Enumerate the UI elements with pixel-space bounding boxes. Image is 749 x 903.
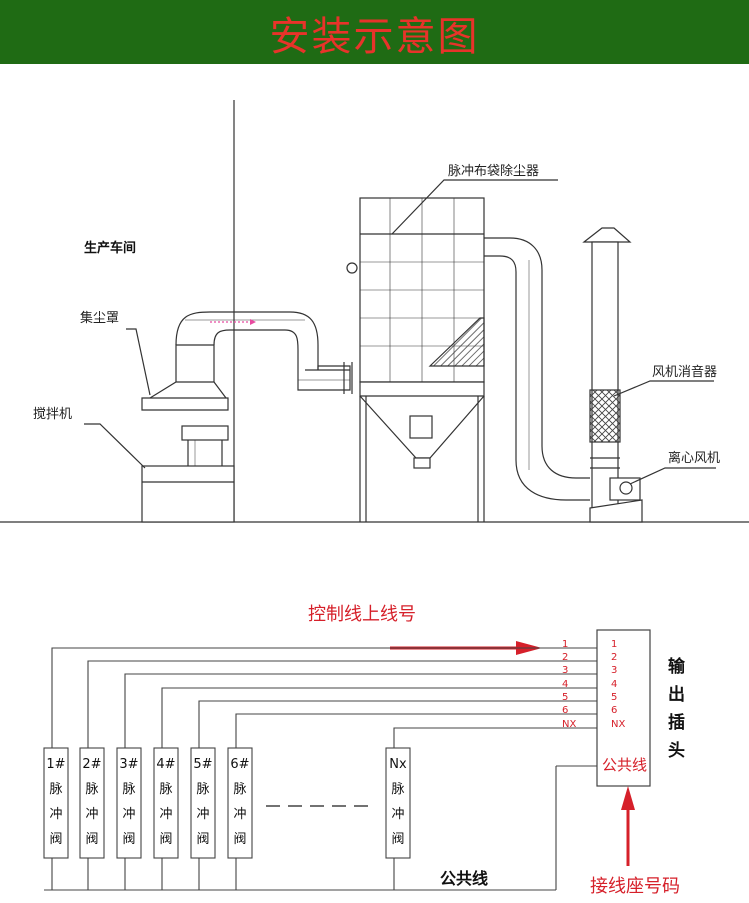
pulse-valve-id: Nx xyxy=(389,757,407,772)
pulse-valve-box xyxy=(227,747,253,859)
silencer-label: 风机消音器 xyxy=(652,364,717,380)
pulse-valve-char: 阀 xyxy=(85,832,98,847)
output-head-char-4: 头 xyxy=(668,741,685,761)
socket-number-label: 接线座号码 xyxy=(590,876,680,897)
control-wire xyxy=(51,647,597,748)
wire-number: 1 xyxy=(562,639,568,650)
pulse-valve-char: 冲 xyxy=(49,807,62,822)
wire-number: 3 xyxy=(562,665,568,676)
control-wires xyxy=(51,647,597,890)
collector-leader xyxy=(391,179,558,235)
pulse-valve: 2# 脉冲阀 xyxy=(79,747,105,859)
pulse-valve-char: 冲 xyxy=(85,807,98,822)
pulse-valve-char: 冲 xyxy=(196,807,209,822)
hood-label: 集尘罩 xyxy=(80,310,119,326)
pulse-valve: 4# 脉冲阀 xyxy=(153,747,179,859)
terminal-numbers: 1 2 3 4 5 6NX xyxy=(611,639,625,730)
pulse-valve-char: 脉 xyxy=(196,782,209,797)
pulse-valve: Nx 脉冲阀 xyxy=(385,747,411,859)
mixer-machine xyxy=(141,425,235,523)
pulse-valve-box xyxy=(153,747,179,859)
hood-leader xyxy=(126,328,151,396)
pulse-valve-box xyxy=(190,747,216,859)
mixer-leader xyxy=(84,423,146,469)
pulse-valve-char: 阀 xyxy=(159,832,172,847)
control-wire xyxy=(235,713,597,748)
pulse-valve-char: 脉 xyxy=(122,782,135,797)
control-wire-title: 控制线上线号 xyxy=(308,604,416,625)
socket-arrow-head xyxy=(621,786,635,810)
output-head-char-1: 输 xyxy=(668,656,686,677)
pulse-valve-id: 1# xyxy=(46,757,65,772)
pulse-valve: 5# 脉冲阀 xyxy=(190,747,216,859)
common-line xyxy=(44,765,597,891)
pulse-valve-char: 阀 xyxy=(49,832,62,847)
pulse-valve-box xyxy=(79,747,105,859)
wire-number: 6 xyxy=(562,705,568,716)
workshop-label: 生产车间 xyxy=(84,240,136,256)
terminal-number: 3 xyxy=(611,665,617,676)
exhaust-stack xyxy=(582,227,632,521)
output-head-char-2: 出 xyxy=(668,684,685,705)
wire-number: NX xyxy=(562,719,576,730)
pulse-valve-char: 脉 xyxy=(85,782,98,797)
output-plug-box xyxy=(596,629,651,787)
pulse-valve-char: 冲 xyxy=(233,807,246,822)
pulse-valve-box xyxy=(385,747,411,859)
wire-number: 2 xyxy=(562,652,568,663)
terminal-number: 5 xyxy=(611,692,617,703)
pulse-valve-char: 脉 xyxy=(391,782,404,797)
pulse-valve-id: 4# xyxy=(156,757,175,772)
common-line-label: 公共线 xyxy=(440,869,488,888)
wire-numbers: 1 2 3 4 5 6NX xyxy=(562,639,576,730)
collector-label: 脉冲布袋除尘器 xyxy=(448,164,539,179)
fan-label: 离心风机 xyxy=(668,450,720,466)
control-wire xyxy=(198,700,597,748)
pulse-valve-char: 脉 xyxy=(159,782,172,797)
page-title: 安装示意图 xyxy=(269,14,480,60)
pulse-valve: 6# 脉冲阀 xyxy=(227,747,253,859)
outlet-duct xyxy=(484,237,590,501)
silencer-leader xyxy=(613,380,714,397)
pulse-valve-char: 阀 xyxy=(122,832,135,847)
pulse-valve-char: 阀 xyxy=(196,832,209,847)
output-head-char-3: 插 xyxy=(668,712,685,733)
pulse-valve-id: 6# xyxy=(230,757,249,772)
pulse-valve-char: 阀 xyxy=(391,832,404,847)
pulse-valve-char: 冲 xyxy=(159,807,172,822)
terminal-number: 6 xyxy=(611,705,617,716)
pulse-valve-char: 脉 xyxy=(49,782,62,797)
pulse-valve-id: 5# xyxy=(193,757,212,772)
terminal-number: NX xyxy=(611,719,625,730)
pulse-valve-char: 冲 xyxy=(122,807,135,822)
control-wire xyxy=(124,673,597,748)
pulse-valve-box xyxy=(43,747,69,859)
output-head-label: 输 出 插 头 xyxy=(668,656,686,761)
wire-number: 4 xyxy=(562,679,568,690)
control-wire xyxy=(393,727,597,748)
terminal-number: 4 xyxy=(611,679,617,690)
terminal-number: 1 xyxy=(611,639,617,650)
pulse-valve-char: 脉 xyxy=(233,782,246,797)
collection-hood xyxy=(141,344,229,411)
pulse-valve-box xyxy=(116,747,142,859)
terminal-number: 2 xyxy=(611,652,617,663)
pulse-valve: 3# 脉冲阀 xyxy=(116,747,142,859)
wire-number: 5 xyxy=(562,692,568,703)
pulse-valve-char: 阀 xyxy=(233,832,246,847)
pulse-valve-id: 3# xyxy=(119,757,138,772)
fan-leader xyxy=(629,467,716,485)
mixer-label: 搅拌机 xyxy=(33,406,72,422)
bag-filter-collector xyxy=(346,197,485,522)
pulse-valve-char: 冲 xyxy=(391,807,404,822)
header-banner: 安装示意图 xyxy=(0,0,749,64)
pulse-valve-id: 2# xyxy=(82,757,101,772)
pulse-valve: 1# 脉冲阀 xyxy=(43,747,69,859)
common-line-box-label: 公共线 xyxy=(602,756,647,774)
control-wire xyxy=(161,687,597,748)
control-wire xyxy=(87,660,597,748)
inlet-duct xyxy=(175,311,353,394)
